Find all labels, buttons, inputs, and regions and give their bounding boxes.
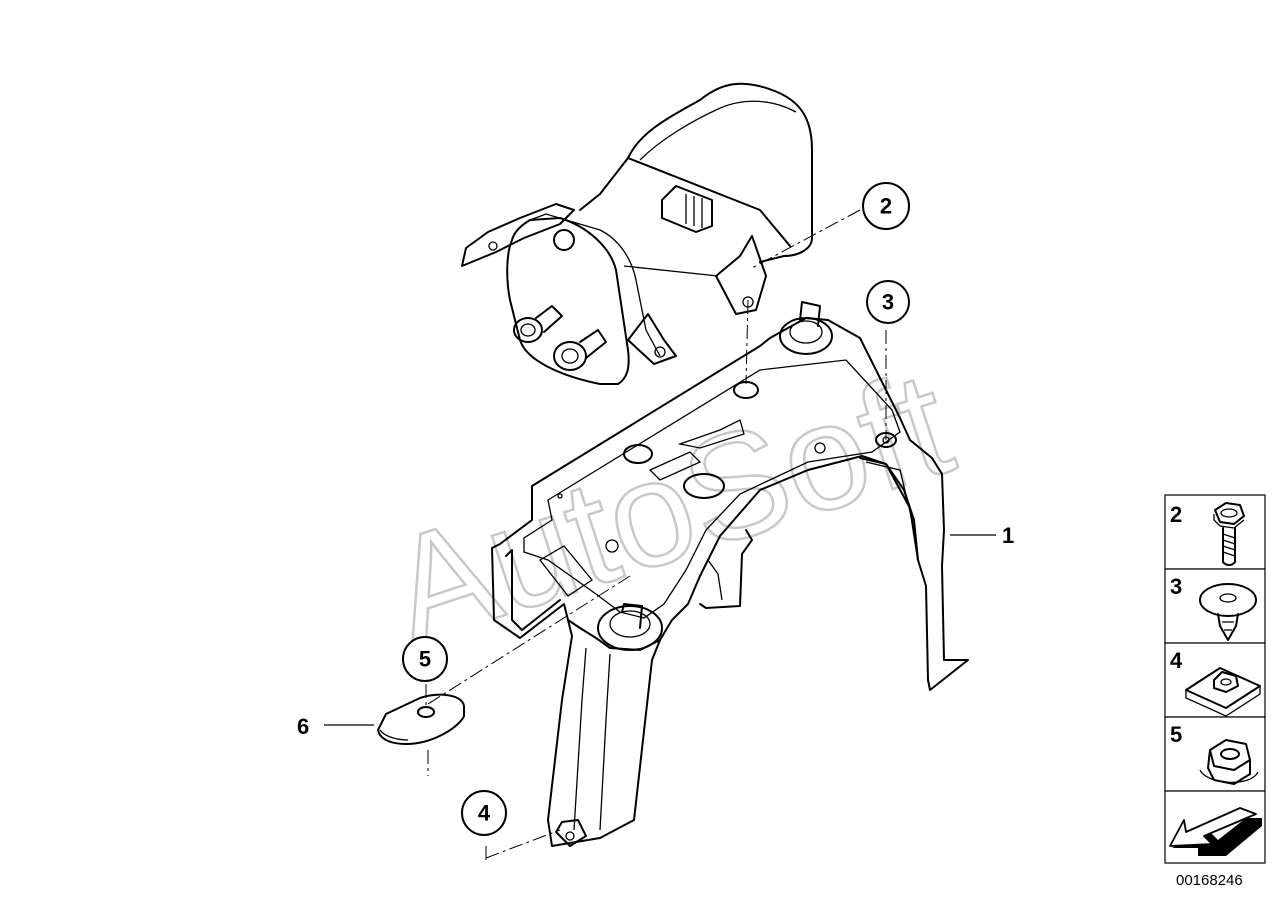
legend-item-4: 4: [1164, 642, 1266, 718]
callout-3: 3: [866, 280, 910, 324]
leader-lines: [425, 209, 887, 860]
clip-nut-icon: [1185, 667, 1261, 717]
legend-item-3: 3: [1164, 568, 1266, 644]
diagram-id: 00168246: [1176, 872, 1243, 889]
legend-item-arrow[interactable]: [1164, 790, 1266, 864]
plate-drawing: [377, 693, 465, 745]
hex-nut-icon: [1199, 739, 1259, 785]
part-label-1: 1: [1002, 523, 1014, 548]
callout-5-label: 5: [419, 647, 431, 672]
navigation-arrow-icon[interactable]: [1169, 807, 1262, 856]
callout-2-label: 2: [880, 194, 892, 219]
legend: 2 3 4: [1164, 494, 1266, 864]
legend-item-5-label: 5: [1170, 722, 1182, 747]
hex-bolt-icon: [1213, 502, 1245, 566]
legend-item-2-label: 2: [1170, 502, 1182, 527]
bracket-drawing: [491, 301, 969, 847]
legend-item-3-label: 3: [1170, 574, 1182, 599]
callout-2: 2: [862, 182, 910, 230]
callout-4: 4: [461, 790, 507, 836]
legend-item-2: 2: [1164, 494, 1266, 570]
part-label-6: 6: [297, 714, 309, 739]
expanding-rivet-icon: [1199, 583, 1257, 641]
control-unit-drawing: [461, 82, 813, 385]
callout-3-label: 3: [882, 290, 894, 315]
legend-item-4-label: 4: [1170, 648, 1183, 673]
legend-item-5: 5: [1164, 716, 1266, 792]
callout-4-label: 4: [478, 801, 491, 826]
callout-5: 5: [402, 636, 448, 682]
